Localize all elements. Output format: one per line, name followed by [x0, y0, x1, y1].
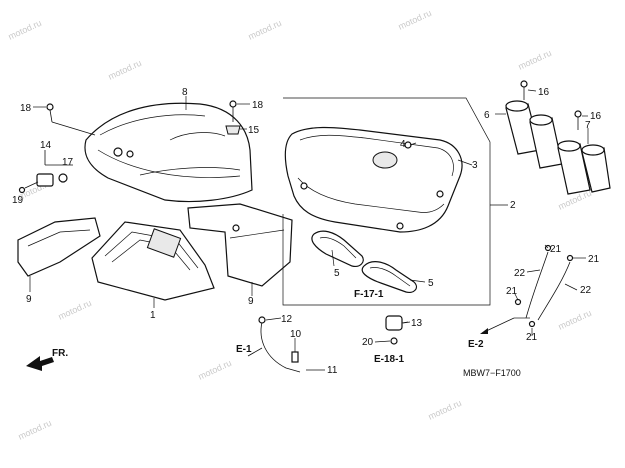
callout-17: 17: [62, 157, 74, 168]
svg-text:motod.ru: motod.ru: [247, 18, 283, 42]
callout-4: 4: [400, 139, 406, 150]
front-direction-arrow: FR.: [26, 348, 68, 371]
svg-text:motod.ru: motod.ru: [107, 58, 143, 82]
funnels-7: [557, 140, 611, 195]
ref-f-17-1: F-17-1: [354, 289, 384, 300]
callout-12: 12: [281, 314, 293, 325]
callout-18-center: 18: [252, 100, 264, 111]
funnels-6: [505, 100, 563, 169]
screws-16: [520, 80, 582, 130]
bolt-18-center: [225, 100, 241, 135]
cover-plate-9-right: [187, 203, 293, 287]
cover-plate-9-left: [17, 217, 101, 277]
svg-text:FR.: FR.: [52, 348, 68, 359]
callout-16-top: 16: [538, 87, 550, 98]
valve-13: [385, 315, 409, 345]
grouping-outline-2: [282, 97, 508, 306]
callout-6: 6: [484, 110, 490, 121]
tube-22-left: [514, 244, 552, 319]
leader-lines: [29, 89, 589, 371]
callout-22-a: 22: [514, 268, 526, 279]
callout-11: 11: [327, 365, 338, 376]
tube-11: [258, 316, 301, 373]
callout-13: 13: [411, 318, 423, 329]
sensor-14: [18, 150, 73, 194]
air-cleaner-case-3: [284, 126, 463, 233]
air-filter-element-1: [91, 221, 215, 301]
callout-7: 7: [585, 120, 591, 131]
callout-3: 3: [472, 160, 478, 171]
callout-16-right: 16: [590, 111, 602, 122]
callout-21-a: 21: [550, 244, 562, 255]
callout-15: 15: [248, 125, 260, 136]
callout-2: 2: [510, 200, 516, 211]
callout-18-left: 18: [20, 103, 32, 114]
callout-20: 20: [362, 337, 374, 348]
svg-text:motod.ru: motod.ru: [57, 298, 93, 322]
callout-19: 19: [12, 195, 24, 206]
callout-numbers: 8 18 18 15 14 17 19 4 3 2 6 7 16 16 9 9 …: [12, 87, 602, 376]
svg-text:motod.ru: motod.ru: [17, 418, 53, 442]
ref-e-18-1: E-18-1: [374, 354, 404, 365]
callout-10: 10: [290, 329, 302, 340]
callout-1: 1: [150, 310, 156, 321]
callout-22-b: 22: [580, 285, 592, 296]
callout-21-c: 21: [506, 286, 518, 297]
callout-14: 14: [40, 140, 52, 151]
housing-cover: [84, 102, 253, 203]
callout-8: 8: [182, 87, 188, 98]
callout-9-left: 9: [26, 294, 32, 305]
ref-e-2: E-2: [468, 339, 484, 350]
callout-9-right: 9: [248, 296, 254, 307]
svg-text:motod.ru: motod.ru: [7, 18, 43, 42]
bolt-18-left: [46, 103, 96, 136]
gasket-5-left: [311, 230, 364, 267]
callout-21-b: 21: [588, 254, 600, 265]
callout-21-d: 21: [526, 332, 538, 343]
tube-22-right: [528, 254, 574, 328]
drawing-code: MBW7−F1700: [463, 368, 521, 378]
svg-text:motod.ru: motod.ru: [427, 398, 463, 422]
reference-labels: F-17-1 E-1 E-18-1 E-2: [236, 289, 530, 365]
svg-text:motod.ru: motod.ru: [557, 308, 593, 332]
ref-e-1: E-1: [236, 344, 252, 355]
svg-text:motod.ru: motod.ru: [197, 358, 233, 382]
svg-text:motod.ru: motod.ru: [397, 8, 433, 32]
svg-text:motod.ru: motod.ru: [517, 48, 553, 72]
callout-5-right: 5: [428, 278, 434, 289]
callout-5-left: 5: [334, 268, 340, 279]
gasket-5-right: [361, 261, 418, 293]
